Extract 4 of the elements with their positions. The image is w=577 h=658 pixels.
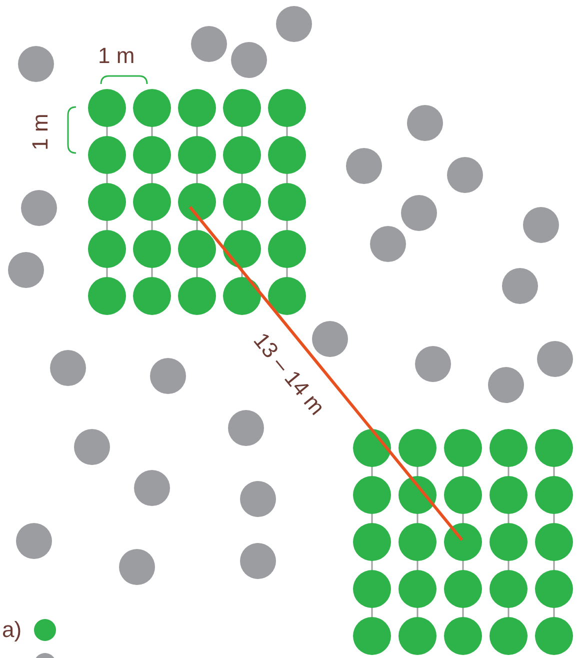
measure-label: 1 m (28, 114, 52, 150)
dimension-label: 13 – 14 m (248, 328, 330, 420)
measure-label: 1 m (98, 44, 135, 68)
legend-label: a) (2, 618, 22, 642)
